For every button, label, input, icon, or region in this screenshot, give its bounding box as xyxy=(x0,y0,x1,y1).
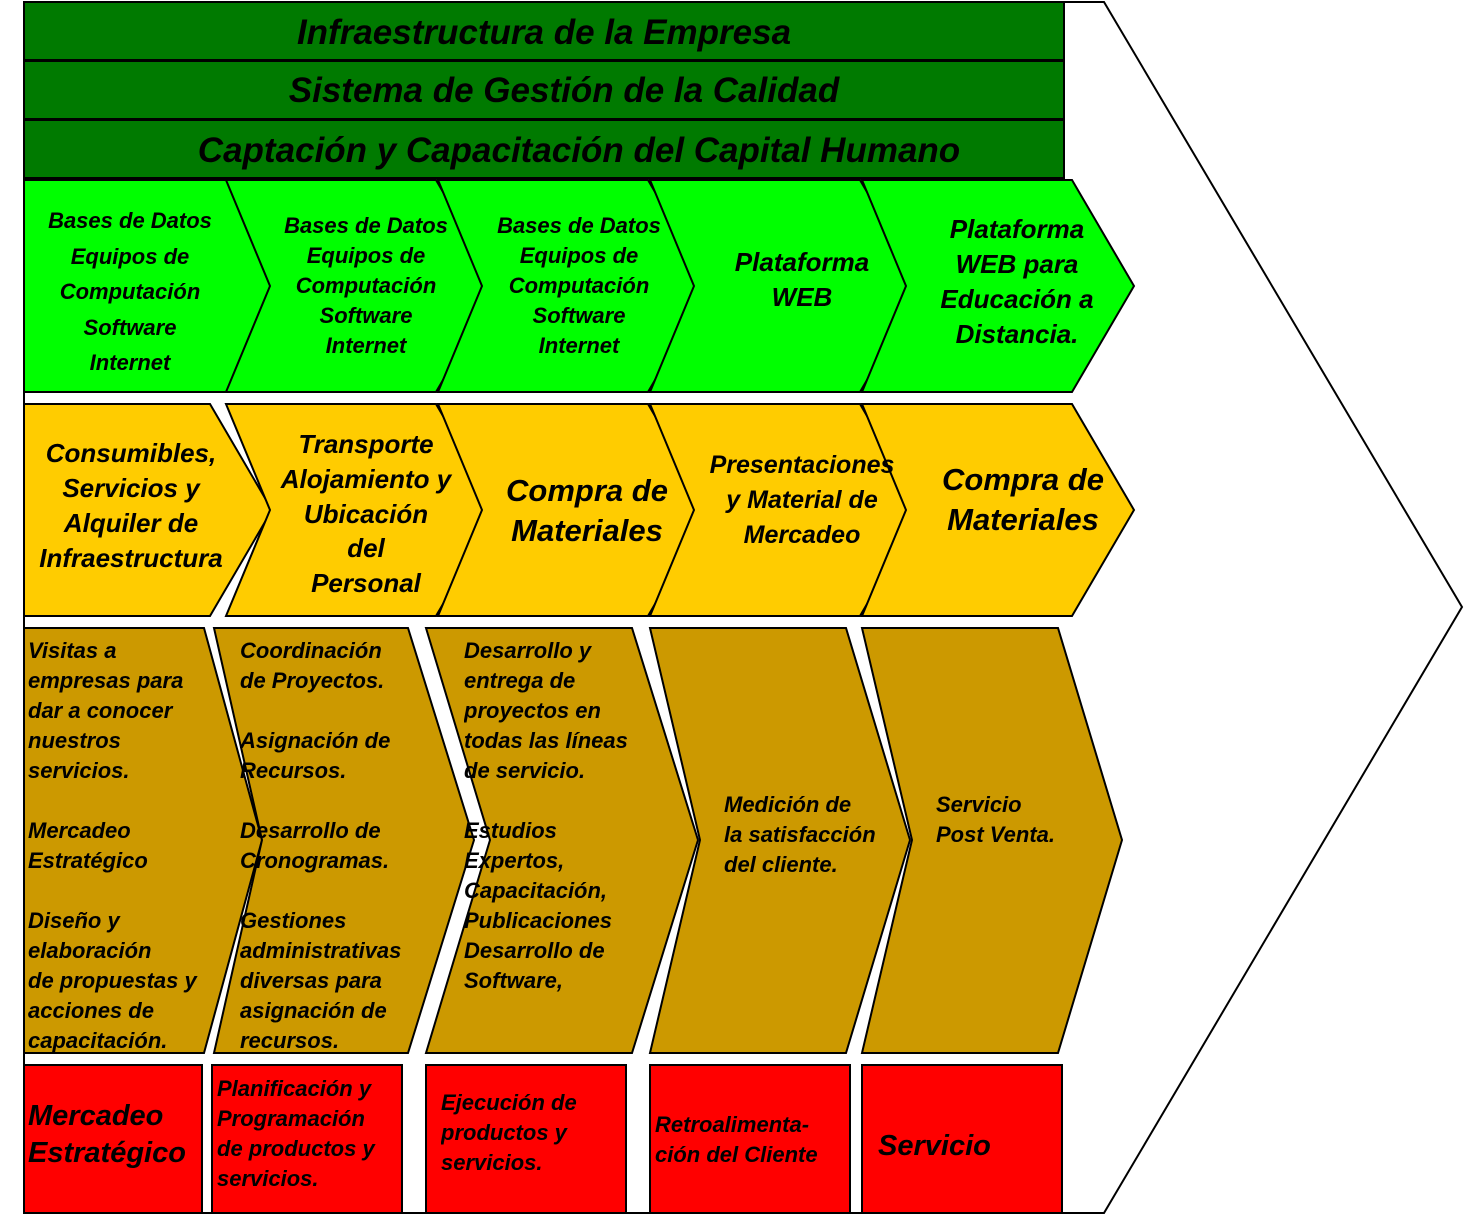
procurement-chevron-1 xyxy=(23,403,274,617)
activity-label-2: Coordinación de Proyectos. Asignación de… xyxy=(240,638,402,1053)
procurement-chevron-4 xyxy=(648,403,924,617)
outcome-label-2: Planificación y Programación de producto… xyxy=(217,1076,375,1191)
activity-label-1: Visitas a empresas para dar a conocer nu… xyxy=(28,638,197,1053)
outcome-box-2 xyxy=(211,1064,403,1214)
activity-chevron-4 xyxy=(648,627,912,1054)
procurement-chevron-2 xyxy=(224,403,500,617)
outcome-box-3 xyxy=(425,1064,627,1214)
technology-chevron-2 xyxy=(224,179,500,393)
outcome-label-5: Servicio xyxy=(878,1130,991,1162)
outcome-label-4: Retroalimenta- ción del Cliente xyxy=(655,1112,818,1167)
activity-label-4: Medición de la satisfacción del cliente. xyxy=(724,792,876,877)
procurement-label-4: Presentaciones y Material de Mercadeo xyxy=(709,450,895,549)
activity-label-5: Servicio Post Venta. xyxy=(936,792,1055,847)
procurement-chevron-3 xyxy=(436,403,712,617)
band-capital-humano xyxy=(23,119,1065,179)
technology-label-4: Plataforma WEB xyxy=(734,247,870,312)
activity-chevron-1 xyxy=(23,627,264,1054)
outcome-label-3: Ejecución de productos y servicios. xyxy=(441,1090,577,1175)
procurement-chevron-5 xyxy=(860,403,1136,617)
procurement-label-2: Transporte Alojamiento y Ubicación del P… xyxy=(280,428,452,599)
technology-chevron-4 xyxy=(648,179,924,393)
outcome-box-4 xyxy=(649,1064,851,1214)
outcome-label-1: Mercadeo Estratégico xyxy=(28,1100,186,1169)
technology-label-2: Bases de Datos Equipos de Computación So… xyxy=(284,213,448,358)
activity-chevron-5 xyxy=(860,627,1124,1054)
activity-label-3: Desarrollo y entrega de proyectos en tod… xyxy=(464,638,628,993)
band-calidad-label: Sistema de Gestión de la Calidad xyxy=(288,71,840,110)
technology-chevron-5 xyxy=(860,179,1136,393)
procurement-label-5: Compra de Materiales xyxy=(942,461,1104,537)
procurement-label-1: Consumibles, Servicios y Alquiler de Inf… xyxy=(39,438,223,573)
outcome-box-1 xyxy=(23,1064,203,1214)
procurement-label-3: Compra de Materiales xyxy=(506,472,668,548)
band-capital-humano-label: Captación y Capacitación del Capital Hum… xyxy=(197,131,961,170)
activity-chevron-2 xyxy=(212,627,476,1054)
technology-chevron-3 xyxy=(436,179,712,393)
technology-label-3: Bases de Datos Equipos de Computación So… xyxy=(497,213,661,358)
activity-chevron-3 xyxy=(424,627,700,1054)
outcome-box-5 xyxy=(861,1064,1063,1214)
technology-label-1: Bases de Datos Equipos de Computación So… xyxy=(48,208,212,376)
band-infraestructura-label: Infraestructura de la Empresa xyxy=(296,13,792,52)
technology-label-5: Plataforma WEB para Educación a Distanci… xyxy=(940,214,1094,349)
